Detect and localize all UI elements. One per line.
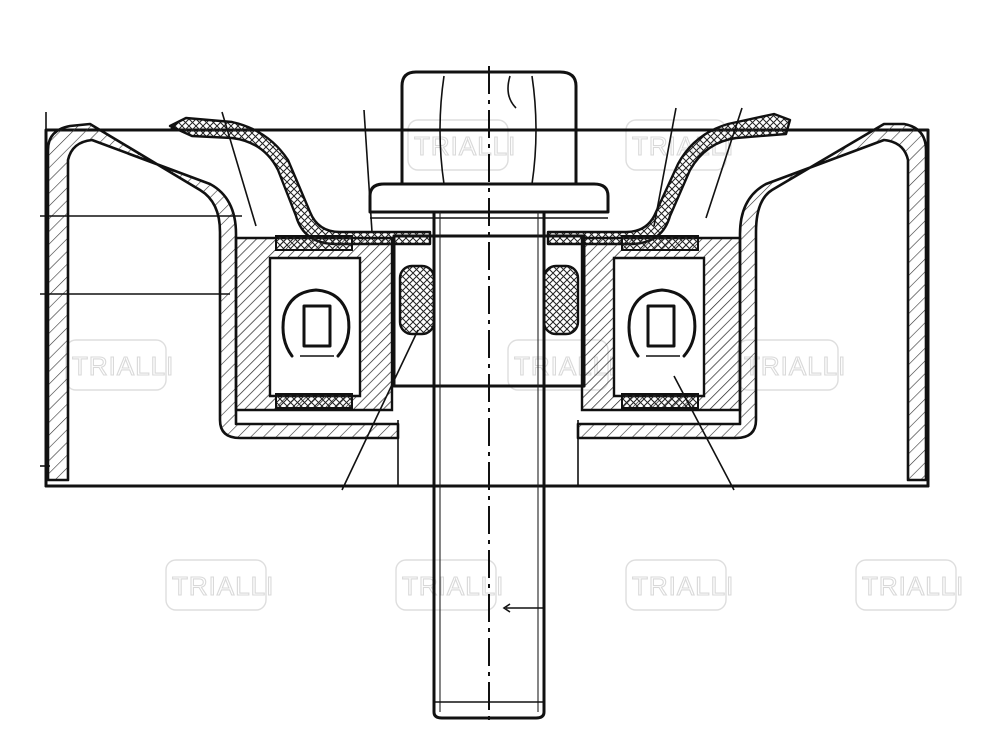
svg-text:TRIALLI: TRIALLI (402, 571, 504, 601)
svg-text:TRIALLI: TRIALLI (72, 351, 174, 381)
bearing-seal-top-right (621, 235, 699, 251)
watermark-logo: TRIALLI (737, 339, 846, 391)
bearing-ball-right (627, 288, 697, 358)
bearing-outer-ring-right (580, 236, 742, 412)
bearing-outer-ring-left (234, 236, 394, 412)
bearing-seal-bottom-right (621, 393, 699, 409)
bearing-ball-left (281, 288, 351, 358)
svg-text:TRIALLI: TRIALLI (744, 351, 846, 381)
watermark-logo: TRIALLI (165, 559, 274, 611)
bearing-seal-top-left (275, 235, 353, 251)
watermark-logo: TRIALLI (625, 559, 734, 611)
bolt-head (400, 70, 578, 186)
pulley-shell-right (576, 122, 928, 482)
svg-text:TRIALLI: TRIALLI (632, 571, 734, 601)
inner-race-left (398, 264, 436, 336)
watermark-logo: TRIALLI (395, 559, 504, 611)
dust-shield-right (546, 112, 792, 246)
watermark-logo: TRIALLI (407, 119, 516, 171)
watermark-logo: TRIALLI (65, 339, 174, 391)
leader-lines (40, 107, 743, 613)
bearing-seal-bottom-left (275, 393, 353, 409)
svg-text:TRIALLI: TRIALLI (862, 571, 964, 601)
watermark-logo: TRIALLI (855, 559, 964, 611)
watermark-logos: TRIALLI TRIALLI TRIALLI TRIALLI TRIALLI … (65, 119, 964, 611)
bolt-flange (368, 182, 610, 214)
pulley-shell-left (46, 122, 400, 482)
svg-text:TRIALLI: TRIALLI (172, 571, 274, 601)
inner-race-right (542, 264, 580, 336)
dust-shield-left (168, 116, 432, 246)
svg-text:TRIALLI: TRIALLI (414, 131, 516, 161)
